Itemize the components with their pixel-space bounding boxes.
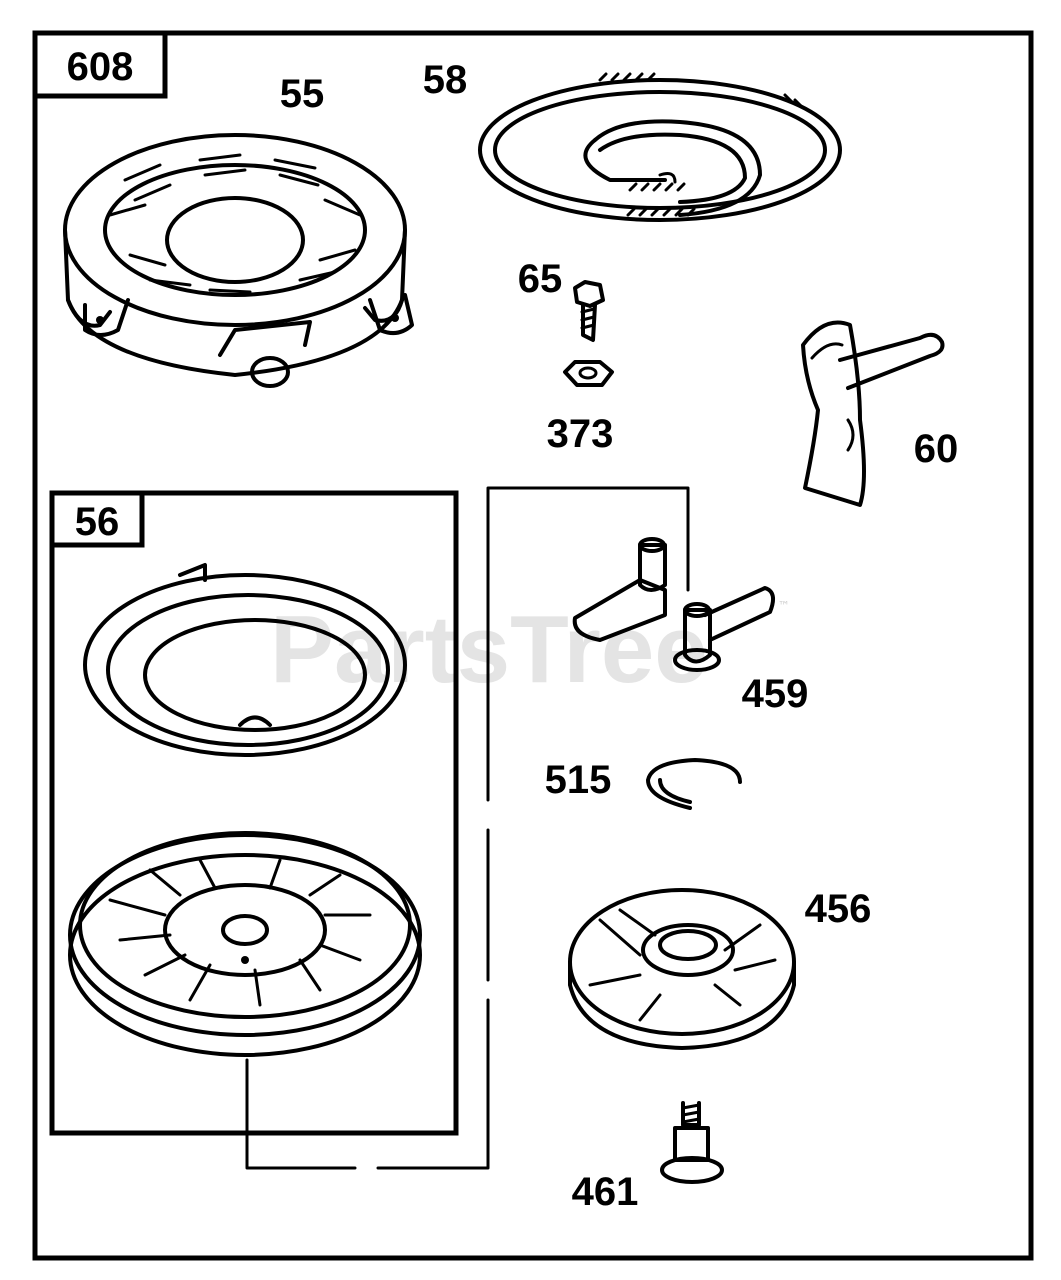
part-461-screw	[660, 1101, 724, 1184]
label-58: 58	[423, 58, 468, 102]
part-60-handle	[801, 320, 945, 507]
ref-label-608: 608	[67, 45, 134, 89]
ref-label-56: 56	[75, 500, 120, 544]
part-65-bolt	[573, 280, 605, 342]
part-56-pulley	[68, 831, 422, 1057]
label-515: 515	[545, 758, 612, 802]
part-56-recoil-spring	[83, 563, 407, 757]
label-373: 373	[547, 412, 614, 456]
label-55: 55	[280, 72, 325, 116]
watermark-tm: ™	[778, 599, 790, 613]
outer-frame	[32, 30, 1034, 1261]
label-65: 65	[518, 257, 563, 301]
part-456-ratchet	[568, 888, 796, 1050]
part-58-rope	[478, 72, 842, 222]
ref-box-56: 56	[49, 490, 145, 548]
label-461: 461	[572, 1170, 639, 1214]
label-456: 456	[805, 887, 872, 931]
part-373-nut	[563, 360, 614, 387]
ref-box-608: 608	[32, 30, 168, 99]
part-459-pawls	[572, 537, 776, 672]
label-459: 459	[742, 672, 809, 716]
connector-line	[245, 486, 690, 1170]
part-55-starter-housing	[63, 133, 414, 388]
label-60: 60	[914, 427, 959, 471]
box-56	[49, 490, 459, 1136]
part-515-retainer	[646, 758, 742, 810]
